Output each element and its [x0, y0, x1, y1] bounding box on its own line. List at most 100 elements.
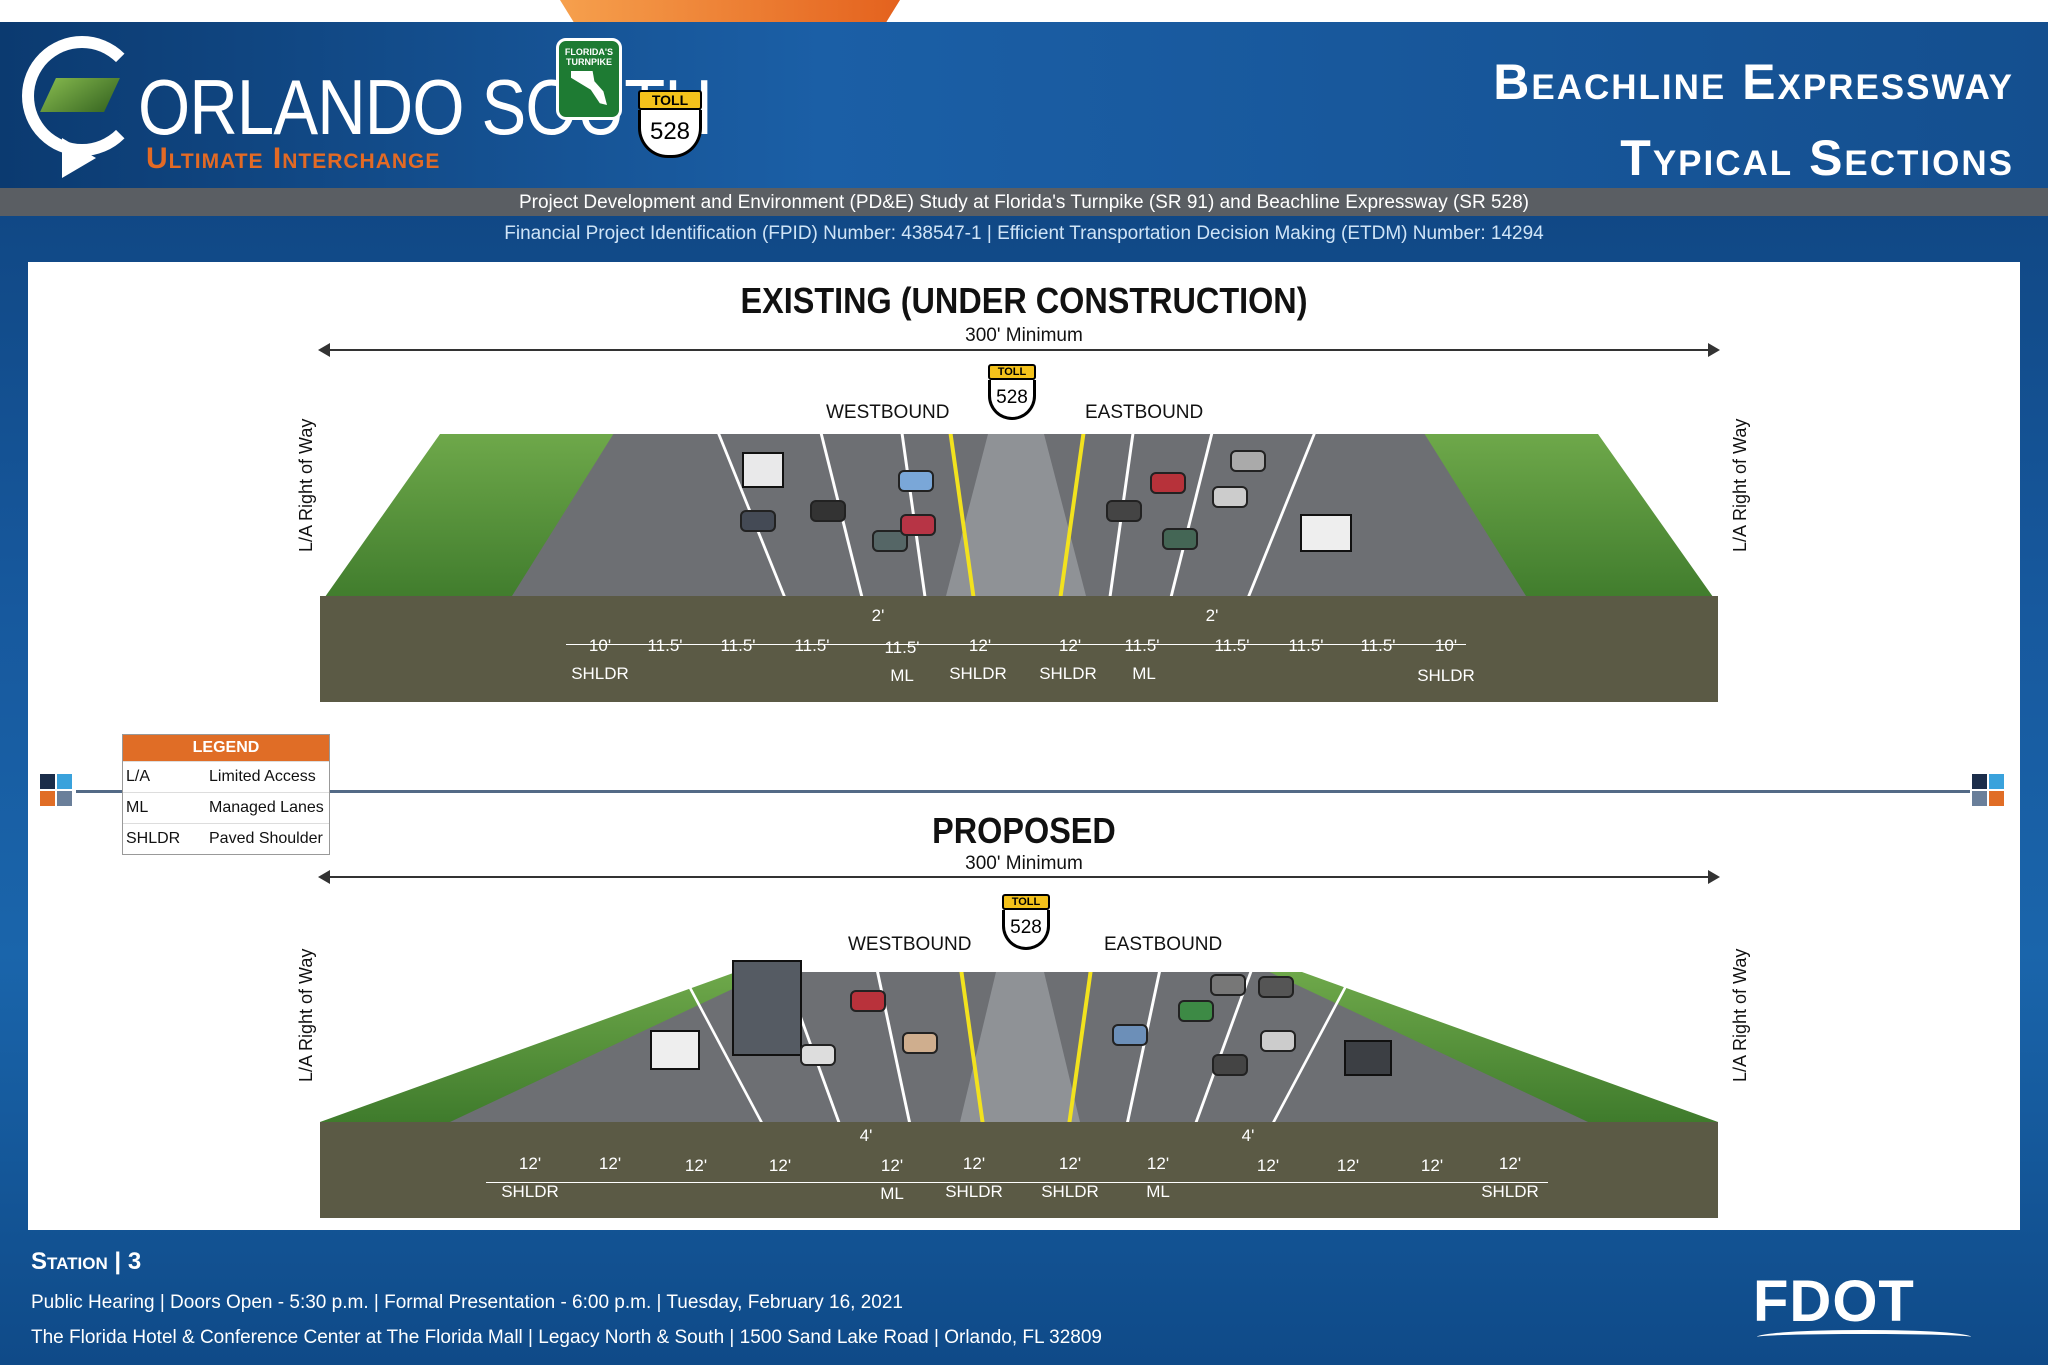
dim-proposed-1: 12': [518, 1154, 542, 1173]
station-label: Station | 3: [31, 1248, 142, 1275]
dim-existing-4: 11.5': [794, 636, 830, 655]
proposed-cross-section: [320, 960, 1718, 1218]
proposed-minimum-label: 300' Minimum: [965, 853, 1083, 874]
dim-existing-8: 11.5': [1124, 636, 1160, 655]
legend-desc: Managed Lanes: [209, 799, 324, 816]
sub-existing-shldr-2: SHLDR: [949, 664, 1007, 683]
car: [902, 1032, 938, 1054]
ground: [320, 596, 1718, 702]
header-banner: [0, 22, 2048, 188]
car: [1162, 528, 1198, 550]
dim-existing-1: 10': [588, 636, 612, 655]
car: [1106, 500, 1142, 522]
toll-528-shield: TOLL 528: [638, 90, 702, 158]
legend-abbr: SHLDR: [126, 830, 181, 847]
existing-row-left-label: L/A Right of Way: [296, 418, 316, 552]
existing-toll-shield: TOLL 528: [988, 364, 1036, 420]
title-line-1: Beachline Expressway: [1493, 54, 2014, 110]
car: [898, 470, 934, 492]
dim-proposed-5: 12': [880, 1156, 904, 1175]
dim-proposed-4: 12': [768, 1156, 792, 1175]
legend-abbr: L/A: [126, 768, 151, 785]
legend-row: L/A Limited Access: [123, 761, 329, 792]
side-squares-icon: [40, 774, 74, 808]
brand-title: ORLANDO SOUTH: [138, 63, 713, 151]
route-number: 528: [988, 380, 1036, 420]
turnpike-badge: FLORIDA'S TURNPIKE: [556, 38, 622, 120]
dimension-line: [566, 644, 1466, 645]
proposed-row-left-label: L/A Right of Way: [296, 948, 316, 1082]
buffer-existing-eb: 2': [1205, 606, 1219, 625]
ground: [320, 1122, 1718, 1218]
venue-details: The Florida Hotel & Conference Center at…: [31, 1327, 1102, 1348]
sub-existing-shldr-3: SHLDR: [1039, 664, 1097, 683]
sub-existing-shldr-4: SHLDR: [1417, 666, 1475, 685]
car: [900, 514, 936, 536]
buffer-existing-wb: 2': [871, 606, 885, 625]
car: [1210, 974, 1246, 996]
dim-existing-2: 11.5': [647, 636, 683, 655]
proposed-title: PROPOSED: [932, 810, 1116, 851]
van: [1300, 514, 1352, 552]
side-squares-icon: [1972, 774, 2006, 808]
dim-proposed-9: 12': [1256, 1156, 1280, 1175]
sub-existing-ml-1: ML: [890, 666, 914, 685]
sub-proposed-shldr-1: SHLDR: [501, 1182, 559, 1201]
existing-westbound-label: WESTBOUND: [826, 402, 950, 423]
truck: [742, 452, 784, 488]
existing-cross-section: [320, 430, 1718, 702]
sub-proposed-ml-2: ML: [1146, 1182, 1170, 1201]
toll-tag: TOLL: [988, 364, 1036, 380]
legend-desc: Limited Access: [209, 768, 316, 785]
sub-proposed-shldr-3: SHLDR: [1041, 1182, 1099, 1201]
fdot-logo-text: FDOT: [1753, 1269, 1915, 1334]
sub-existing-ml-2: ML: [1132, 664, 1156, 683]
existing-minimum-label: 300' Minimum: [965, 325, 1083, 346]
dim-proposed-7: 12': [1058, 1154, 1082, 1173]
section-divider: [76, 790, 1970, 793]
sub-proposed-shldr-4: SHLDR: [1481, 1182, 1539, 1201]
dim-proposed-8: 12': [1146, 1154, 1170, 1173]
dim-existing-9: 11.5': [1214, 636, 1250, 655]
car: [872, 530, 908, 552]
car: [1230, 450, 1266, 472]
dim-proposed-12: 12': [1498, 1154, 1522, 1173]
legend-row: ML Managed Lanes: [123, 792, 329, 823]
title-line-2: Typical Sections: [1620, 130, 2014, 186]
car: [850, 990, 886, 1012]
project-ids: Financial Project Identification (FPID) …: [504, 223, 1544, 244]
buffer-proposed-wb: 4': [859, 1126, 873, 1145]
turnpike-badge-text: FLORIDA'S TURNPIKE: [564, 47, 614, 67]
top-strip: [0, 0, 2048, 22]
fdot-logo: FDOT: [1753, 1250, 2003, 1350]
page-title: Beachline Expressway Typical Sections: [1493, 44, 2014, 196]
florida-state-icon: [571, 71, 607, 105]
dim-existing-7: 12': [1058, 636, 1082, 655]
legend: LEGEND L/A Limited Access ML Managed Lan…: [122, 734, 330, 855]
legend-title: LEGEND: [123, 735, 329, 761]
legend-desc: Paved Shoulder: [209, 830, 323, 847]
brand-subtitle: Ultimate Interchange: [146, 142, 441, 175]
logo-arrow-icon: [62, 138, 96, 178]
dim-existing-3: 11.5': [720, 636, 756, 655]
car: [1258, 976, 1294, 998]
project-description: Project Development and Environment (PD&…: [518, 192, 1530, 213]
car: [1178, 1000, 1214, 1022]
car: [800, 1044, 836, 1066]
info-bar: [0, 188, 2048, 216]
semi-truck: [732, 960, 802, 1056]
top-accent: [560, 0, 900, 22]
buffer-proposed-eb: 4': [1241, 1126, 1255, 1145]
car: [1112, 1024, 1148, 1046]
existing-eastbound-label: EASTBOUND: [1085, 402, 1204, 423]
car: [1150, 472, 1186, 494]
existing-width-dimension: [318, 343, 1720, 357]
dim-existing-10: 11.5': [1288, 636, 1324, 655]
car: [1212, 486, 1248, 508]
car: [740, 510, 776, 532]
event-details: Public Hearing | Doors Open - 5:30 p.m. …: [31, 1292, 903, 1313]
dim-proposed-3: 12': [684, 1156, 708, 1175]
sub-proposed-ml-1: ML: [880, 1184, 904, 1203]
sub-proposed-shldr-2: SHLDR: [945, 1182, 1003, 1201]
pickup-truck: [1344, 1040, 1392, 1076]
